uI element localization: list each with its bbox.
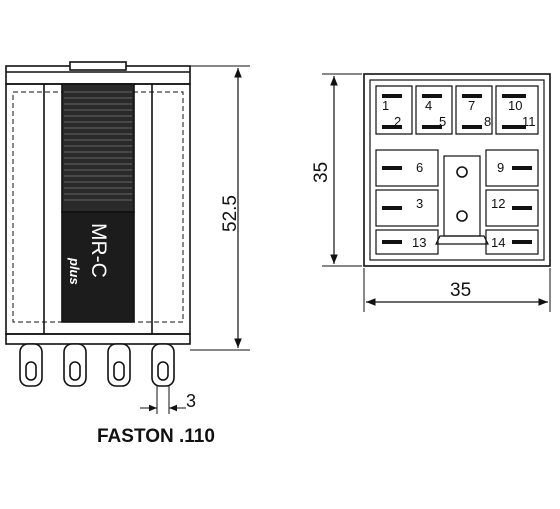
pin-number: 14 [491,235,505,250]
pin-number: 9 [497,160,504,175]
terminal-type-label: FASTON .110 [97,426,215,447]
pin-number: 10 [508,98,522,113]
bottom-width-label: 35 [450,280,471,301]
pin-hole-2 [69,361,81,381]
pin-number: 7 [468,98,475,113]
side-height-label: 52.5 [220,195,241,232]
mount-hole-1 [456,166,468,178]
brand-sub-label: plus [67,257,82,285]
pin-number: 13 [412,235,426,250]
relay-base [5,333,191,345]
pin-number: 6 [416,160,423,175]
terminal-slots [382,94,532,244]
pin-hole-1 [25,361,37,381]
brand-label: MR-C [87,223,110,278]
pin-numbers: 1 2 3 4 5 6 7 8 9 10 11 12 13 14 [382,98,536,250]
terminal-pins [19,343,175,387]
pin-pitch-label: 3 [186,391,196,411]
pin-number: 3 [416,196,423,211]
pin-number: 4 [425,98,432,113]
pin-number: 11 [522,114,536,129]
pin-number: 5 [439,114,446,129]
pin-number: 2 [394,114,401,129]
coil-terminal-area [443,155,481,237]
side-view [5,61,250,414]
label-plate [61,211,135,323]
base-outline [363,73,551,267]
cap-tab [69,61,127,71]
pin-hole-4 [157,361,169,381]
pin-number: 8 [484,114,491,129]
bottom-view [363,73,551,267]
pin-hole-3 [113,361,125,381]
pin-number: 12 [491,196,505,211]
base-inner-outline [369,79,545,261]
mount-hole-2 [456,210,468,222]
coil-window [61,83,135,213]
bottom-view-dimensions [322,73,551,312]
pin-number: 1 [382,98,389,113]
bottom-height-label: 35 [311,162,332,183]
coil-grille [64,91,132,201]
